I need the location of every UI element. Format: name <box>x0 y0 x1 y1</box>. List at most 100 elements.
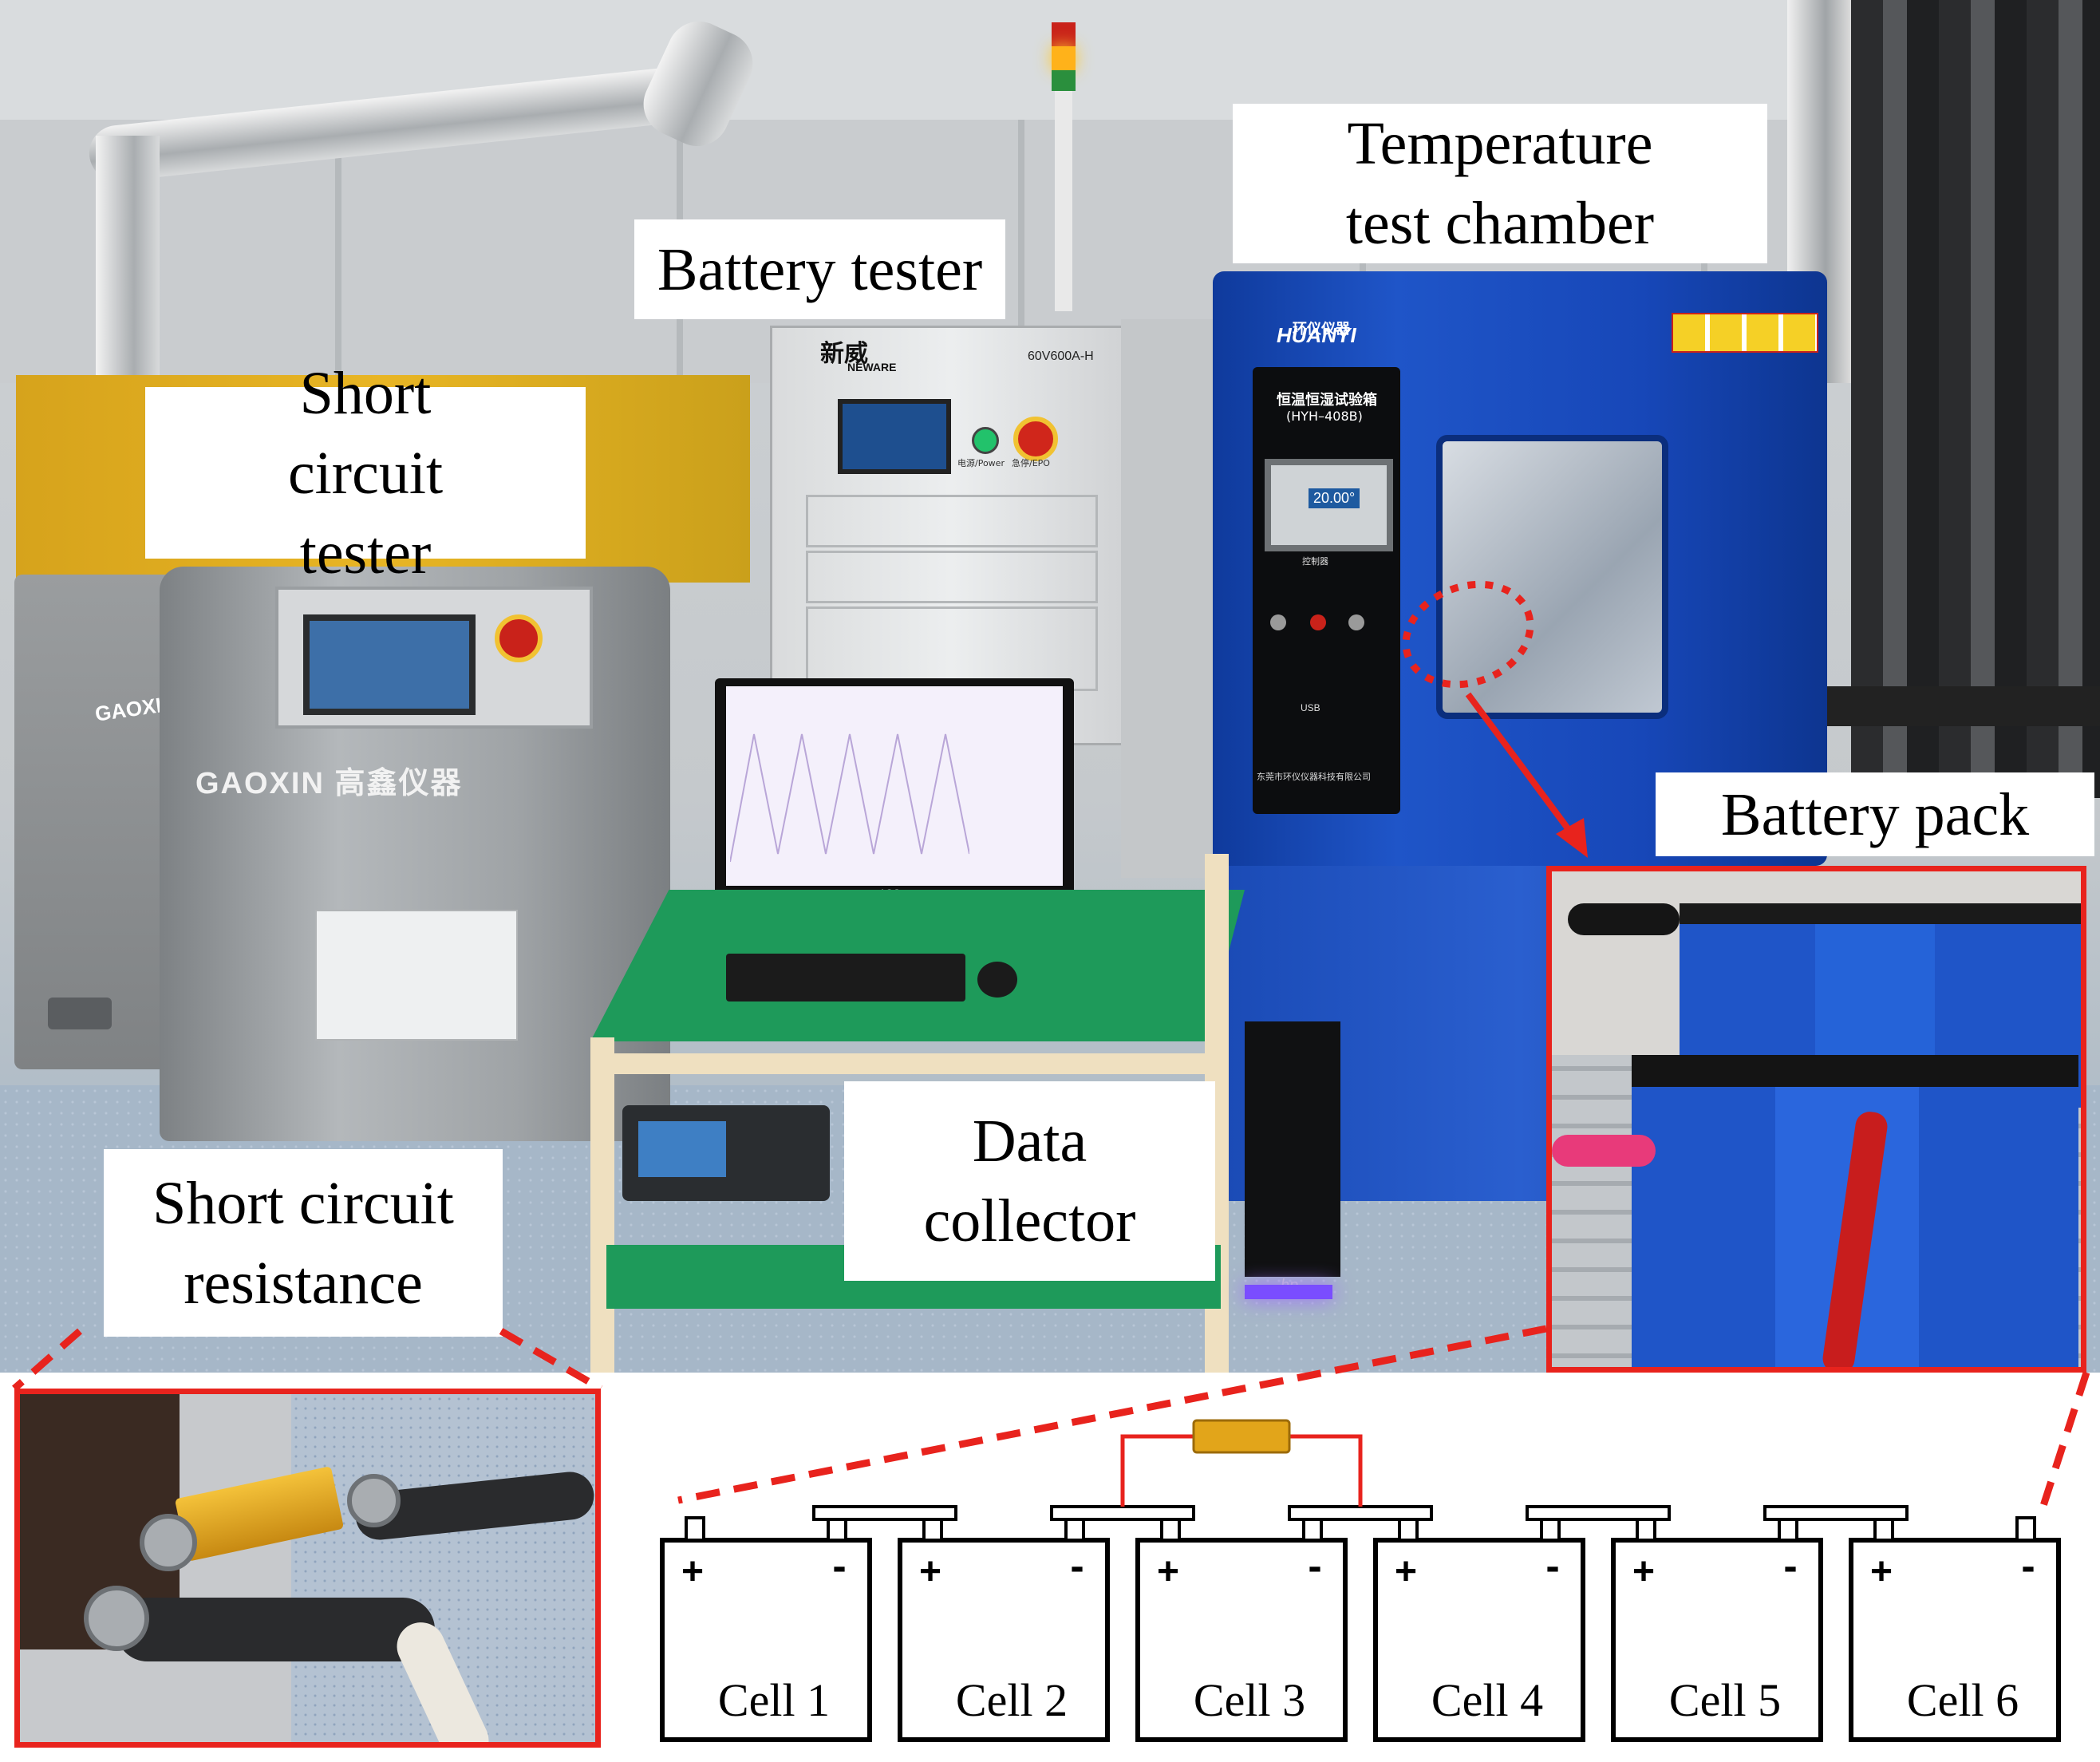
cell-body <box>1611 1538 1823 1742</box>
lab-photo: GAOXIN 高鑫仪器 GAOXIN 高鑫仪器 新威 NEWARE 60V600… <box>0 0 2100 1373</box>
label-temperature-test-chamber: Temperature test chamber <box>1233 104 1767 263</box>
short-circuit-resistance-inset <box>14 1389 601 1748</box>
chamber-usb-label: USB <box>1301 702 1320 713</box>
window-curtain <box>1851 0 2100 798</box>
chamber-warning-stickers <box>1672 313 1818 353</box>
cell-body <box>1373 1538 1585 1742</box>
positive-terminal <box>1636 1516 1656 1542</box>
monitor-screen <box>726 686 1063 886</box>
battery-location-marker <box>1402 580 1534 689</box>
neware-model-label: 60V600A-H <box>1028 350 1094 363</box>
neware-estop-button <box>1013 417 1058 461</box>
plus-sign: + <box>1632 1551 1655 1593</box>
resistor-icon <box>1192 1419 1291 1454</box>
chamber-viewing-window <box>1436 435 1668 719</box>
bus-bar <box>1288 1505 1433 1521</box>
circuit-diagram: +-Cell 1+-Cell 2+-Cell 3+-Cell 4+-Cell 5… <box>660 1419 2061 1742</box>
neware-touchscreen <box>838 399 951 474</box>
battery-tester-cabinet <box>770 326 1134 745</box>
negative-terminal <box>1064 1516 1085 1542</box>
dashed-connectors <box>12 1325 2090 1510</box>
signal-tower-red <box>1052 22 1076 46</box>
bus-bar <box>1050 1505 1195 1521</box>
positive-terminal <box>1398 1516 1419 1542</box>
callout-arrow <box>1465 692 1588 858</box>
cell-body <box>898 1538 1110 1742</box>
minus-sign: - <box>1070 1543 1084 1590</box>
cell-body <box>1135 1538 1348 1742</box>
negative-terminal <box>1540 1516 1561 1542</box>
tester-touchscreen <box>303 614 476 715</box>
pc-light <box>1245 1285 1332 1299</box>
chamber-control-panel <box>1253 367 1400 814</box>
neware-power-light <box>972 427 999 454</box>
negative-terminal <box>1778 1516 1798 1542</box>
signal-tower-amber <box>1052 46 1076 70</box>
chamber-model: (HYH–408B) <box>1286 409 1363 424</box>
label-short-circuit-resistance: Short circuit resistance <box>104 1149 503 1337</box>
pack-black-cable <box>1568 903 1680 935</box>
cell-3: +-Cell 3 <box>1135 1516 1348 1742</box>
pc-tower <box>1245 1021 1340 1277</box>
cart-frame-rail <box>590 1053 1229 1074</box>
cell-2: +-Cell 2 <box>898 1516 1110 1742</box>
cell-body <box>660 1538 872 1742</box>
cell-label: Cell 2 <box>956 1674 1068 1726</box>
negative-terminal <box>827 1516 847 1542</box>
exhaust-duct-vertical <box>96 136 160 391</box>
chamber-brand-logo: 环仪仪器 <box>1293 321 1350 338</box>
label-battery-pack: Battery pack <box>1656 772 2094 856</box>
cell-1: + - Cell 1 <box>660 1516 872 1742</box>
chamber-brand-logo-en: HUANYI <box>1277 323 1356 347</box>
bus-bar <box>812 1505 957 1521</box>
battery-pack-inset <box>1546 866 2086 1373</box>
monitor-screen-plot <box>730 733 969 863</box>
chamber-company-label: 东莞市环仪仪器科技有限公司 <box>1257 772 1371 782</box>
chamber-button-1 <box>1270 614 1286 630</box>
bus-bar <box>1526 1505 1671 1521</box>
tester-brand: GAOXIN 高鑫仪器 <box>195 767 463 800</box>
cell-6: + - Cell 6 <box>1849 1516 2061 1742</box>
cell-label: Cell 3 <box>1194 1674 1305 1726</box>
neware-drawer-2 <box>806 551 1098 603</box>
neware-estop-label: 急停/EPO <box>1012 458 1050 468</box>
neware-drawer-1 <box>806 495 1098 547</box>
side-chamber-handle <box>48 998 112 1029</box>
plus-sign: + <box>681 1551 704 1593</box>
positive-terminal <box>1160 1516 1181 1542</box>
label-battery-tester: Battery tester <box>634 219 1005 319</box>
mouse <box>977 962 1017 998</box>
signal-tower-pole <box>1055 88 1072 311</box>
minus-sign: - <box>1783 1543 1797 1590</box>
positive-terminal <box>922 1516 943 1542</box>
pack-pink-cable <box>1552 1135 1656 1167</box>
negative-terminal <box>2015 1516 2036 1542</box>
data-collector-screen <box>638 1121 726 1177</box>
chamber-controller-label: 控制器 <box>1302 556 1328 567</box>
label-data-collector: Data collector <box>844 1081 1215 1281</box>
neware-logo: 新威 <box>820 340 868 368</box>
minus-sign: - <box>832 1543 846 1590</box>
plus-sign: + <box>1395 1551 1417 1593</box>
neware-logo-sub: NEWARE <box>847 361 897 373</box>
cell-4: +-Cell 4 <box>1373 1516 1585 1742</box>
pack-cell-front-left <box>1632 1055 1791 1367</box>
label-short-circuit-tester: Short circuit tester <box>145 360 586 587</box>
cell-5: + - Cell 5 <box>1611 1516 1823 1742</box>
resistance-lug-2 <box>347 1474 401 1527</box>
minus-sign: - <box>2021 1543 2035 1590</box>
resistance-lug-1 <box>140 1514 197 1571</box>
battery-tester-side <box>1121 319 1217 878</box>
cell-label: Cell 6 <box>1907 1674 2019 1726</box>
plus-sign: + <box>1870 1551 1893 1593</box>
bus-bar <box>1763 1505 1909 1521</box>
plus-sign: + <box>1157 1551 1179 1593</box>
cell-label: Cell 1 <box>718 1674 830 1726</box>
keyboard <box>726 954 965 1001</box>
pack-cell-front-right <box>1919 1055 2078 1367</box>
cell-label: Cell 5 <box>1669 1674 1781 1726</box>
chamber-temperature-readout: 20.00° <box>1309 488 1360 508</box>
negative-terminal <box>1302 1516 1323 1542</box>
chamber-button-3 <box>1348 614 1364 630</box>
cart-frame-left <box>590 1037 614 1373</box>
